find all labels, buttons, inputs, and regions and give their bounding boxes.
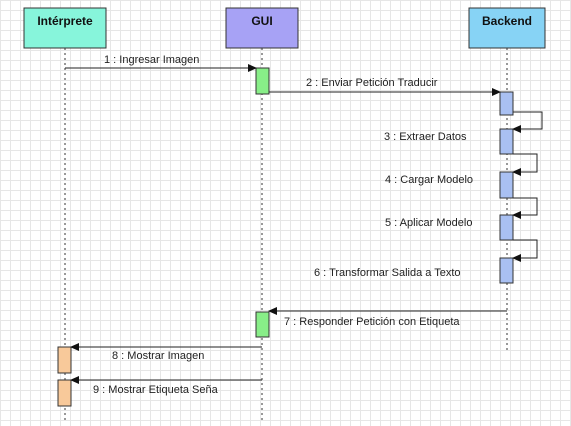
message-2[interactable]: 2 : Enviar Petición Traducir — [269, 77, 501, 96]
message-5-arrow — [512, 197, 538, 219]
activation-backend-2[interactable] — [499, 128, 514, 155]
lifeline-head-backend[interactable]: Backend — [468, 7, 546, 49]
lifeline-head-interprete[interactable]: Intérprete — [23, 7, 107, 49]
message-1[interactable]: 1 : Ingresar Imagen — [65, 54, 257, 72]
lifeline-head-gui-box — [225, 7, 299, 49]
lifeline-head-gui[interactable]: GUI — [225, 7, 299, 49]
activation-gui-1[interactable] — [255, 67, 270, 95]
message-4-label: 4 : Cargar Modelo — [385, 174, 473, 186]
message-6-label: 6 : Transformar Salida a Texto — [314, 267, 461, 279]
message-3-arrow — [512, 111, 543, 133]
lifeline-head-backend-box — [468, 7, 546, 49]
message-8-label: 8 : Mostrar Imagen — [112, 350, 204, 362]
message-3-label: 3 : Extraer Datos — [384, 131, 467, 143]
lifeline-head-backend-label: Backend — [482, 14, 532, 28]
message-9-label: 9 : Mostrar Etiqueta Seña — [93, 384, 219, 396]
message-7-label: 7 : Responder Petición con Etiqueta — [284, 316, 460, 328]
activation-backend-1[interactable] — [499, 91, 514, 116]
lifeline-head-interprete-label: Intérprete — [37, 14, 93, 28]
message-8[interactable]: 8 : Mostrar Imagen — [70, 343, 262, 362]
activation-backend-4[interactable] — [499, 214, 514, 241]
message-2-label: 2 : Enviar Petición Traducir — [306, 77, 438, 89]
activation-gui-2[interactable] — [255, 311, 270, 338]
message-5-label: 5 : Aplicar Modelo — [385, 217, 472, 229]
activation-interprete-1[interactable] — [57, 346, 72, 374]
message-4-arrow — [512, 153, 538, 176]
message-3[interactable]: 3 : Extraer Datos — [384, 111, 543, 143]
message-1-label: 1 : Ingresar Imagen — [104, 54, 199, 66]
message-5[interactable]: 5 : Aplicar Modelo — [385, 197, 538, 229]
activation-interprete-2[interactable] — [57, 379, 72, 407]
lifeline-head-gui-label: GUI — [251, 14, 272, 28]
message-4[interactable]: 4 : Cargar Modelo — [385, 153, 538, 186]
message-6-arrow — [512, 239, 538, 262]
message-9[interactable]: 9 : Mostrar Etiqueta Seña — [70, 376, 262, 396]
message-7[interactable]: 7 : Responder Petición con Etiqueta — [268, 307, 507, 328]
message-6[interactable]: 6 : Transformar Salida a Texto — [314, 239, 538, 279]
activation-backend-3[interactable] — [499, 171, 514, 199]
lifeline-head-interprete-box — [23, 7, 107, 49]
activation-backend-5[interactable] — [499, 257, 514, 284]
